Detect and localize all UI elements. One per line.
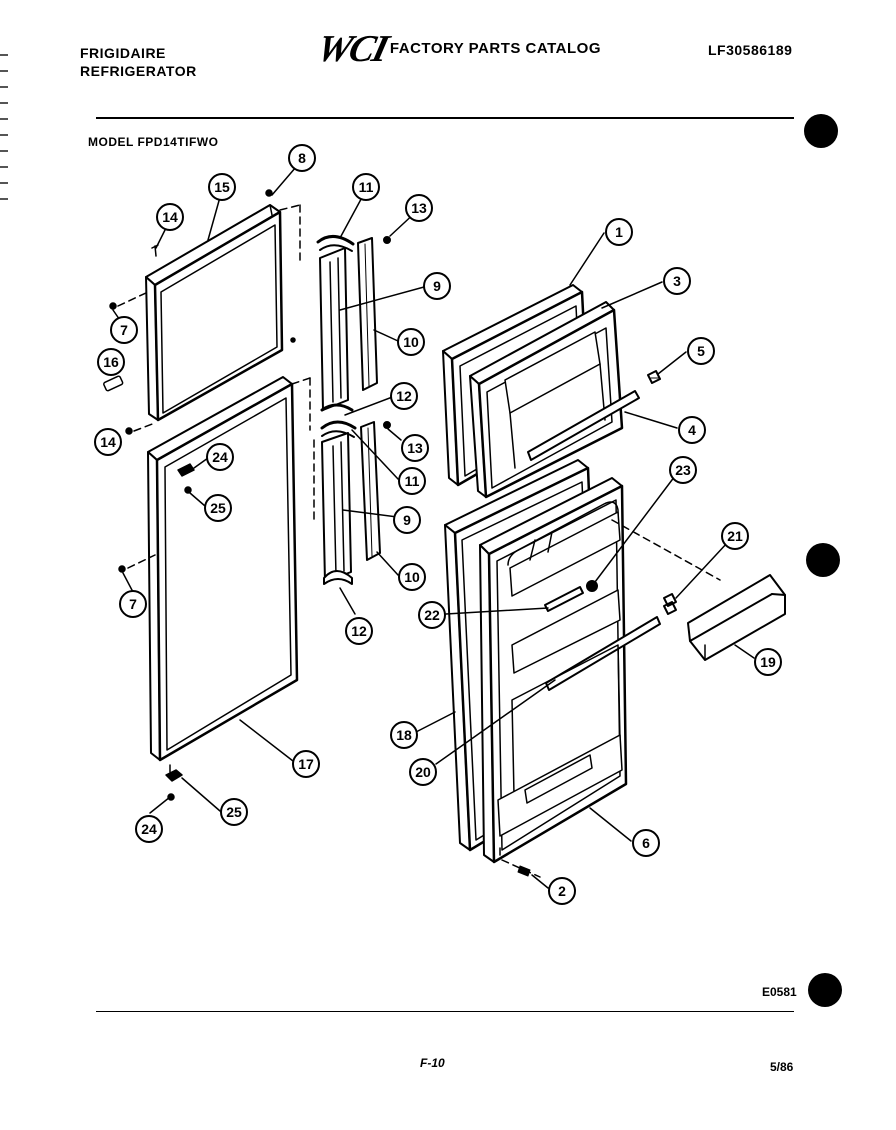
callout-13: 13	[401, 434, 429, 462]
svg-text:16: 16	[103, 354, 119, 370]
svg-text:1: 1	[615, 224, 623, 240]
footer-rule	[96, 1011, 794, 1012]
page-number: F-10	[420, 1056, 445, 1070]
callout-11: 11	[398, 467, 426, 495]
revision-date: 5/86	[770, 1060, 794, 1074]
upper-breaker-strip	[316, 235, 378, 412]
hinge-screw	[517, 865, 531, 877]
svg-text:11: 11	[405, 473, 420, 489]
svg-text:13: 13	[407, 440, 423, 456]
header-rule	[96, 117, 794, 119]
callout-18: 18	[390, 721, 418, 749]
left-alignment-lines	[117, 204, 311, 773]
svg-text:21: 21	[727, 528, 743, 544]
callout-13: 13	[405, 194, 433, 222]
fresh-food-door-gasket	[147, 376, 299, 762]
svg-text:6: 6	[642, 835, 650, 851]
svg-text:12: 12	[351, 623, 367, 639]
binder-hole-bottom	[808, 973, 842, 1007]
callout-2: 2	[548, 877, 576, 905]
svg-text:22: 22	[424, 607, 440, 623]
callout-12: 12	[390, 382, 418, 410]
callout-16: 16	[97, 348, 125, 376]
svg-text:10: 10	[403, 334, 419, 350]
callout-balloons: 8 15 14 11 13 9 10 7 16 12 14 24 25 13 1…	[94, 144, 782, 905]
brand-name: FRIGIDAIRE	[80, 45, 166, 61]
callout-11: 11	[352, 173, 380, 201]
svg-text:3: 3	[673, 273, 681, 289]
svg-text:17: 17	[298, 756, 314, 772]
callout-9: 9	[393, 506, 421, 534]
callout-7: 7	[119, 590, 147, 618]
callout-24: 24	[135, 815, 163, 843]
callout-17: 17	[292, 750, 320, 778]
publication-number: LF30586189	[708, 42, 793, 58]
drawing-number: E0581	[762, 985, 797, 999]
svg-text:12: 12	[396, 388, 412, 404]
svg-text:14: 14	[100, 434, 116, 450]
callout-12: 12	[345, 617, 373, 645]
callout-8: 8	[288, 144, 316, 172]
callout-24: 24	[206, 443, 234, 471]
callout-14: 14	[156, 203, 184, 231]
binder-hole-middle	[806, 543, 840, 577]
svg-text:23: 23	[675, 462, 691, 478]
callout-21: 21	[721, 522, 749, 550]
model-label: MODEL FPD14TIFWO	[88, 135, 219, 149]
lower-breaker-strip	[313, 236, 391, 585]
callout-20: 20	[409, 758, 437, 786]
svg-text:18: 18	[396, 727, 412, 743]
callout-5: 5	[687, 337, 715, 365]
callout-14: 14	[94, 428, 122, 456]
callout-3: 3	[663, 267, 691, 295]
scan-edge-marks	[0, 40, 10, 340]
svg-text:25: 25	[226, 804, 242, 820]
callout-1: 1	[605, 218, 633, 246]
callout-10: 10	[397, 328, 425, 356]
svg-text:24: 24	[212, 449, 228, 465]
callout-19: 19	[754, 648, 782, 676]
product-type: REFRIGERATOR	[80, 63, 197, 79]
svg-text:7: 7	[120, 322, 128, 338]
callout-6: 6	[632, 829, 660, 857]
callout-4: 4	[678, 416, 706, 444]
callout-23: 23	[669, 456, 697, 484]
svg-text:20: 20	[415, 764, 431, 780]
svg-text:19: 19	[760, 654, 776, 670]
callout-15: 15	[208, 173, 236, 201]
svg-text:24: 24	[141, 821, 157, 837]
svg-text:11: 11	[359, 179, 374, 195]
svg-text:4: 4	[688, 422, 696, 438]
callout-7: 7	[110, 316, 138, 344]
svg-text:9: 9	[433, 278, 441, 294]
svg-text:25: 25	[210, 500, 226, 516]
freezer-door-liner	[442, 284, 661, 499]
svg-text:15: 15	[214, 179, 230, 195]
callout-25: 25	[204, 494, 232, 522]
svg-text:14: 14	[162, 209, 178, 225]
svg-text:9: 9	[403, 512, 411, 528]
callout-10: 10	[398, 563, 426, 591]
svg-text:7: 7	[129, 596, 137, 612]
binder-hole-top	[804, 114, 838, 148]
callout-leaders	[112, 159, 755, 889]
svg-text:8: 8	[298, 150, 306, 166]
svg-text:13: 13	[411, 200, 427, 216]
callout-22: 22	[418, 601, 446, 629]
door-shelf-bar	[687, 574, 786, 661]
svg-text:2: 2	[558, 883, 566, 899]
catalog-heading: WCI FACTORY PARTS CATALOG	[313, 28, 601, 70]
callout-25: 25	[220, 798, 248, 826]
svg-text:5: 5	[697, 343, 705, 359]
freezer-door-gasket	[145, 204, 284, 422]
svg-text:10: 10	[404, 569, 420, 585]
callout-9: 9	[423, 272, 451, 300]
catalog-title: FACTORY PARTS CATALOG	[389, 40, 601, 57]
brand-block: FRIGIDAIRE REFRIGERATOR	[80, 44, 197, 80]
